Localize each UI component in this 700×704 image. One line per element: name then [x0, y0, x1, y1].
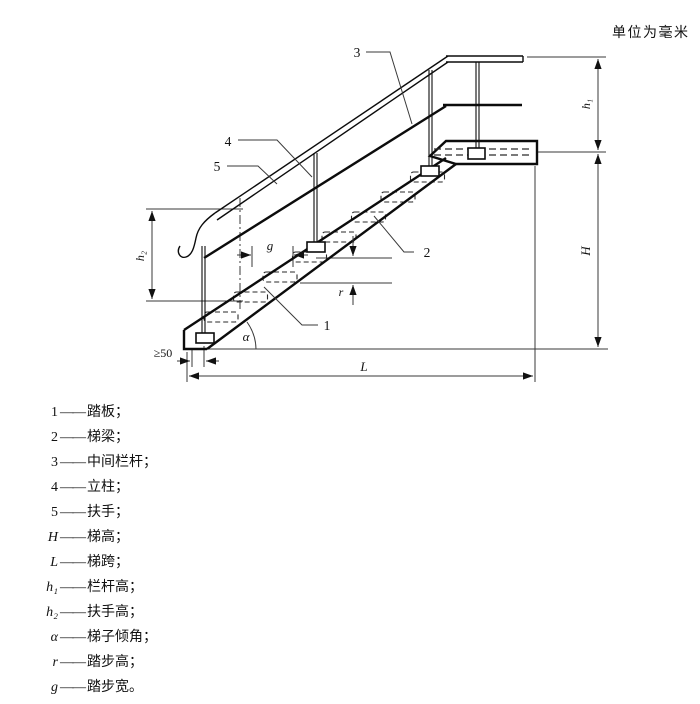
dimension-g: g: [237, 238, 308, 259]
legend: 1——踏板； 2——梯梁； 3——中间栏杆； 4——立柱； 5——扶手； H——…: [26, 400, 157, 700]
legend-dash: ——: [60, 580, 86, 595]
dimension-min-edge: ≥50: [154, 346, 219, 365]
dimension-h2: h₂: [133, 211, 156, 299]
legend-dash: ——: [60, 530, 86, 545]
dimension-r: r: [339, 236, 357, 305]
legend-dash: ——: [60, 480, 86, 495]
posts: [195, 62, 486, 344]
legend-dash: ——: [60, 605, 86, 620]
dim-label-g: g: [267, 238, 274, 253]
stringer: [182, 156, 457, 351]
legend-row: 5——扶手；: [51, 505, 129, 520]
legend-row: r——踏步高；: [52, 655, 143, 670]
legend-row: H——梯高；: [47, 530, 129, 545]
middle-rail: [203, 103, 522, 260]
callout-labels: 3 4 5 1 2: [214, 45, 431, 333]
legend-row: h₁——栏杆高；: [46, 580, 143, 595]
dimension-h1: h₁: [579, 59, 602, 150]
stair-diagram: h₁ H h₂ L g r ≥50: [133, 45, 608, 382]
dim-label-H: H: [578, 246, 593, 257]
dim-label-h1: h₁: [579, 99, 593, 109]
legend-dash: ——: [60, 430, 86, 445]
dimension-H: H: [578, 154, 602, 347]
callout-3-middle-rail: 3: [354, 45, 361, 60]
unit-note: 单位为毫米: [612, 26, 690, 41]
legend-row: 4——立柱；: [51, 480, 129, 495]
legend-row: g——踏步宽。: [51, 680, 143, 695]
legend-dash: ——: [60, 405, 86, 420]
legend-row: 1——踏板；: [51, 405, 129, 420]
callout-4-post: 4: [225, 134, 232, 149]
legend-row: L——梯跨；: [50, 555, 129, 570]
dim-label-L: L: [359, 359, 367, 374]
legend-dash: ——: [60, 505, 86, 520]
callout-leaders: [227, 51, 414, 326]
handrail: [177, 55, 524, 259]
dim-label-r: r: [339, 285, 344, 299]
callout-1-tread: 1: [324, 318, 331, 333]
callout-5-handrail: 5: [214, 159, 221, 174]
dim-label-h2: h₂: [133, 251, 147, 261]
legend-row: h₂——扶手高；: [46, 605, 143, 620]
dim-label-min-edge: ≥50: [154, 346, 173, 360]
legend-row: 2——梯梁；: [51, 430, 129, 445]
dim-label-alpha: α: [243, 329, 251, 344]
legend-dash: ——: [60, 455, 86, 470]
legend-row: 3——中间栏杆；: [51, 455, 157, 470]
legend-dash: ——: [60, 630, 86, 645]
callout-2-stringer: 2: [424, 245, 431, 260]
dimension-alpha: α: [243, 321, 257, 350]
dimension-L: L: [189, 359, 533, 380]
legend-row: α——梯子倾角；: [50, 630, 157, 645]
legend-dash: ——: [60, 555, 86, 570]
legend-dash: ——: [60, 680, 86, 695]
legend-dash: ——: [60, 655, 86, 670]
